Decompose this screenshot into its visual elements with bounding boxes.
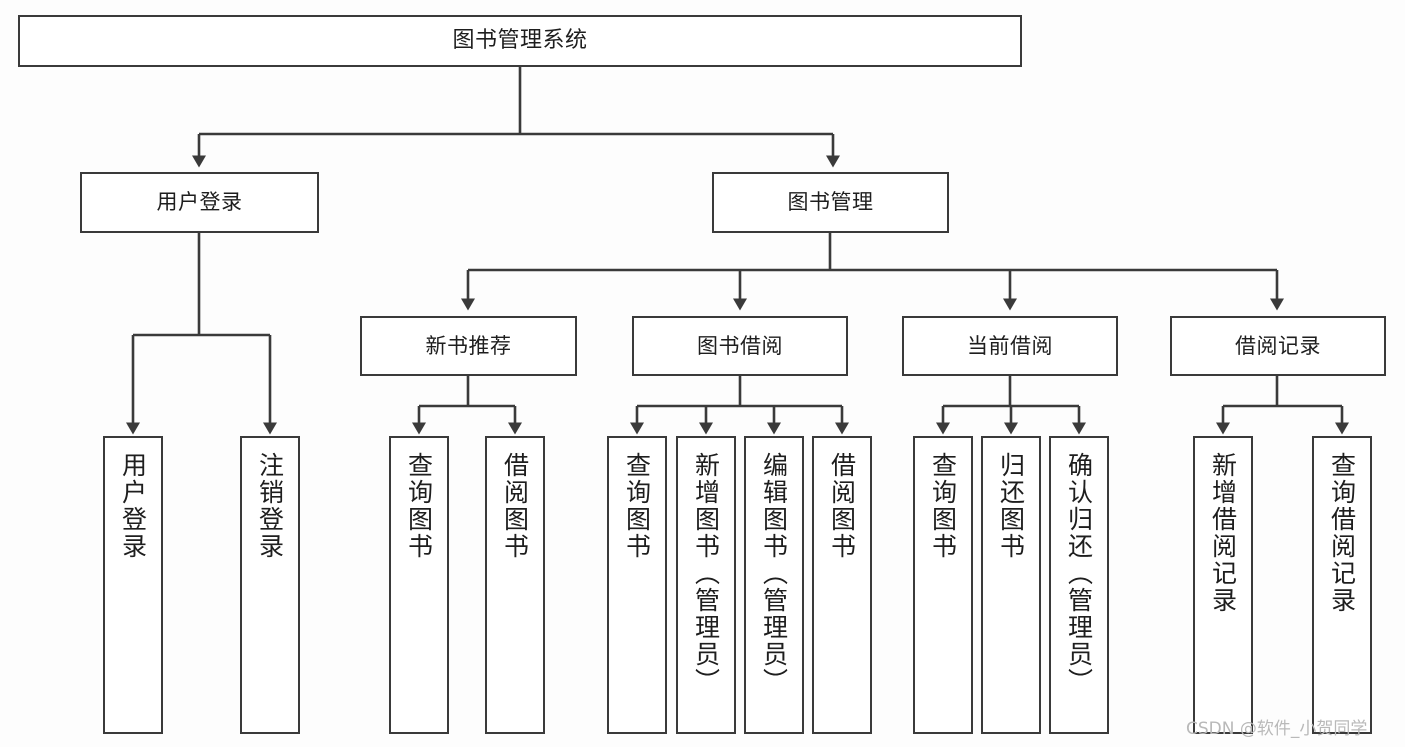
- leaf-query-book-3-label: 查询图书: [928, 452, 958, 560]
- node-book-borrow-label: 图书借阅: [697, 333, 783, 358]
- node-current-borrow-label: 当前借阅: [967, 333, 1053, 358]
- leaf-add-book-label: 新增图书（管理员）: [691, 452, 721, 695]
- leaf-borrow-book-1[interactable]: 借阅图书: [485, 436, 545, 734]
- node-root[interactable]: 图书管理系统: [18, 15, 1022, 67]
- node-user-login[interactable]: 用户登录: [80, 172, 319, 233]
- leaf-query-book-1[interactable]: 查询图书: [389, 436, 449, 734]
- leaf-query-record[interactable]: 查询借阅记录: [1312, 436, 1372, 734]
- node-borrow-record[interactable]: 借阅记录: [1170, 316, 1386, 376]
- leaf-borrow-book-1-label: 借阅图书: [500, 452, 530, 560]
- leaf-borrow-book-2-label: 借阅图书: [827, 452, 857, 560]
- leaf-confirm-return[interactable]: 确认归还（管理员）: [1049, 436, 1109, 734]
- leaf-query-book-3[interactable]: 查询图书: [913, 436, 973, 734]
- leaf-user-logout[interactable]: 注销登录: [240, 436, 300, 734]
- node-new-book-recommend-label: 新书推荐: [425, 333, 512, 358]
- node-user-login-label: 用户登录: [156, 190, 243, 215]
- leaf-query-book-1-label: 查询图书: [404, 452, 434, 560]
- leaf-add-record[interactable]: 新增借阅记录: [1193, 436, 1253, 734]
- leaf-edit-book[interactable]: 编辑图书（管理员）: [744, 436, 804, 734]
- leaf-user-login[interactable]: 用户登录: [103, 436, 163, 734]
- leaf-user-login-label: 用户登录: [118, 452, 148, 560]
- leaf-query-record-label: 查询借阅记录: [1327, 452, 1357, 614]
- leaf-add-book[interactable]: 新增图书（管理员）: [676, 436, 736, 734]
- node-current-borrow[interactable]: 当前借阅: [902, 316, 1118, 376]
- node-borrow-record-label: 借阅记录: [1235, 333, 1321, 358]
- leaf-edit-book-label: 编辑图书（管理员）: [759, 452, 789, 695]
- csdn-watermark: CSDN @软件_小贺同学: [1186, 719, 1368, 739]
- node-root-label: 图书管理系统: [452, 28, 588, 54]
- node-book-borrow[interactable]: 图书借阅: [632, 316, 848, 376]
- leaf-return-book-label: 归还图书: [996, 452, 1026, 560]
- leaf-add-record-label: 新增借阅记录: [1208, 452, 1238, 614]
- leaf-confirm-return-label: 确认归还（管理员）: [1064, 452, 1094, 695]
- node-new-book-recommend[interactable]: 新书推荐: [360, 316, 577, 376]
- node-book-management[interactable]: 图书管理: [712, 172, 949, 233]
- node-book-management-label: 图书管理: [787, 190, 874, 215]
- leaf-return-book[interactable]: 归还图书: [981, 436, 1041, 734]
- leaf-borrow-book-2[interactable]: 借阅图书: [812, 436, 872, 734]
- leaf-query-book-2[interactable]: 查询图书: [607, 436, 667, 734]
- leaf-query-book-2-label: 查询图书: [622, 452, 652, 560]
- leaf-user-logout-label: 注销登录: [255, 452, 285, 560]
